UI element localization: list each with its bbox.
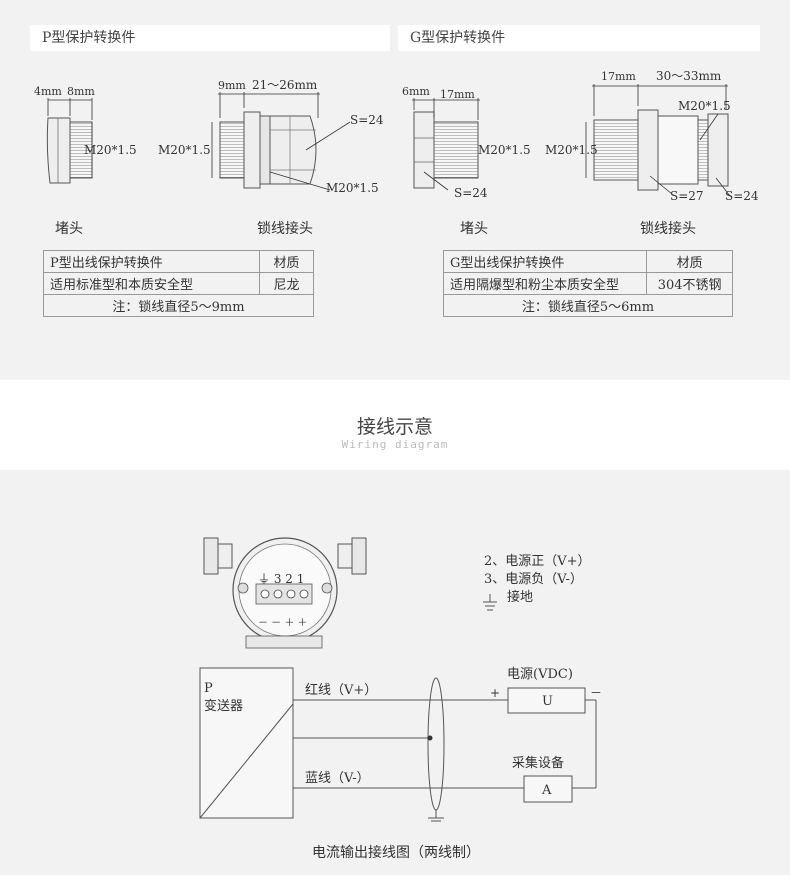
g-table-header-material: 材质	[646, 250, 733, 273]
wiring-subtitle: Wiring diagram	[341, 438, 449, 451]
g-plug-drawing	[412, 98, 480, 191]
adapter-drawings: 4mm 8mm M20*1.5 9mm 21～26mm M20*1.5 S=24…	[34, 69, 759, 203]
p-dim-9mm: 9mm	[218, 79, 246, 92]
ground-icon	[483, 594, 497, 611]
red-wire-label: 红线（V+）	[305, 682, 377, 698]
g-dim-30-33: 30～33mm	[656, 69, 722, 83]
g-type-header: G型保护转换件	[398, 25, 760, 51]
legend-ground: 接地	[507, 590, 534, 605]
terminal-housing	[203, 537, 367, 649]
p-table-header-material: 材质	[258, 250, 315, 273]
transmitter-p-label: P	[204, 681, 213, 696]
power-plus: +	[490, 686, 500, 700]
terminal-polarity-signs: － － ＋ ＋	[258, 618, 308, 629]
g-dim-17mm-plug: 17mm	[440, 88, 475, 101]
g-table-note: 注：锁线直径5～6mm	[443, 294, 733, 317]
transmitter-name: 变送器	[204, 698, 243, 714]
transmitter-box	[199, 667, 294, 819]
power-minus: －	[590, 686, 602, 700]
p-plug-drawing	[46, 98, 93, 184]
power-supply-label: 电源(VDC)	[507, 667, 573, 682]
p-table-note: 注：锁线直径5～9mm	[43, 294, 314, 317]
p-lock-drawing	[211, 92, 351, 191]
p-table-material: 尼龙	[258, 272, 315, 295]
wiring-title: 接线示意	[356, 416, 433, 438]
p-spec-table: P型出线保护转换件 材质 适用标准型和本质安全型 尼龙 注：锁线直径5～9mm	[43, 250, 315, 317]
g-dim-17mm-lock: 17mm	[601, 70, 636, 83]
wiring-caption: 电流输出接线图（两线制）	[312, 845, 480, 861]
g-table-header-name: G型出线保护转换件	[442, 250, 648, 273]
g-m20-lock-left: M20*1.5	[545, 143, 598, 157]
power-supply-box	[507, 687, 586, 714]
g-s24-lock: S=24	[725, 189, 759, 203]
g-lock-drawing	[585, 84, 731, 197]
p-table-header-name: P型出线保护转换件	[43, 250, 260, 273]
p-m20-lock-left: M20*1.5	[158, 143, 211, 157]
g-plug-caption: 堵头	[460, 221, 488, 237]
acquisition-label: 采集设备	[512, 755, 564, 771]
p-lock-caption: 锁线接头	[257, 221, 313, 237]
g-s24-plug: S=24	[454, 186, 488, 200]
wiring-section	[0, 470, 790, 875]
p-m20-plug: M20*1.5	[84, 143, 137, 157]
g-dim-6mm: 6mm	[402, 85, 430, 98]
g-m20-plug: M20*1.5	[478, 143, 531, 157]
g-m20-lock-top: M20*1.5	[678, 99, 731, 113]
g-spec-table: G型出线保护转换件 材质 适用隔爆型和粉尘本质安全型 304不锈钢 注：锁线直径…	[442, 250, 733, 317]
legend-power-negative: 3、电源负（V-）	[484, 572, 583, 587]
terminal-number-labels: ⏚ 3 2 1	[258, 572, 304, 586]
power-supply-u: U	[542, 694, 553, 709]
g-table-usage: 适用隔爆型和粉尘本质安全型	[442, 272, 648, 295]
p-table-usage: 适用标准型和本质安全型	[43, 272, 260, 295]
g-lock-caption: 锁线接头	[640, 221, 696, 237]
blue-wire-label: 蓝线（V-）	[305, 771, 370, 786]
p-m20-lock-bottom: M20*1.5	[326, 181, 379, 195]
p-dim-4mm: 4mm	[34, 85, 62, 98]
p-s24: S=24	[350, 113, 384, 127]
g-table-material: 304不锈钢	[646, 272, 733, 295]
legend-power-positive: 2、电源正（V+）	[484, 554, 591, 569]
g-s27: S=27	[670, 189, 704, 203]
p-dim-21-26: 21～26mm	[252, 78, 318, 92]
wiring-title-band	[0, 380, 790, 470]
p-plug-caption: 堵头	[55, 221, 83, 237]
p-dim-8mm: 8mm	[67, 85, 95, 98]
acquisition-box	[523, 775, 573, 803]
acquisition-a: A	[541, 783, 552, 798]
p-type-header: P型保护转换件	[30, 25, 390, 51]
wiring-diagram: ⏚ 3 2 1 － － ＋ ＋ P 变送器 红线（V+） 蓝线（V-） 电源(V…	[199, 537, 602, 822]
